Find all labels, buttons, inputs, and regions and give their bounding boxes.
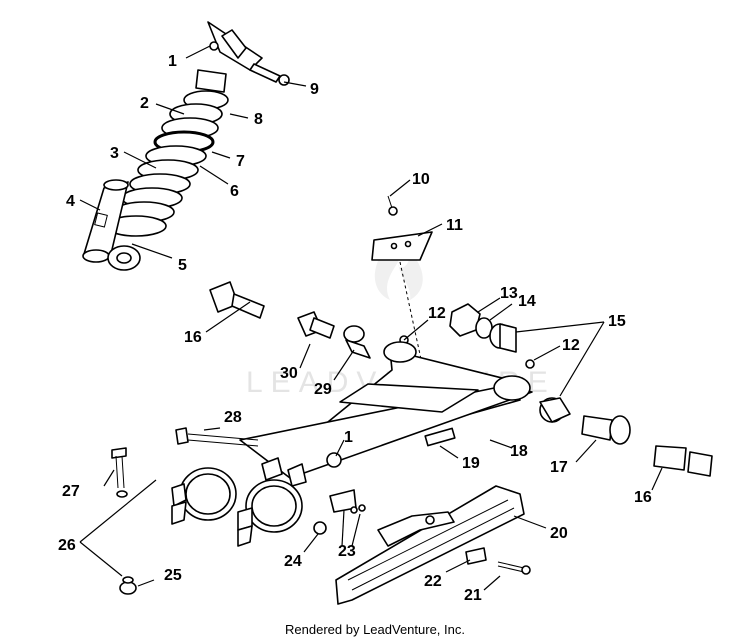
callout-13: 13 (500, 285, 518, 302)
callout-9: 9 (310, 81, 319, 98)
shock-absorber-assembly (82, 21, 290, 271)
swing-arm (171, 341, 533, 547)
watermark-logo (374, 250, 423, 300)
callout-19: 19 (462, 455, 480, 472)
pivot-hardware (209, 281, 713, 477)
grease-fitting-and-plate (371, 195, 433, 411)
footer-credit: Rendered by LeadVenture, Inc. (285, 622, 465, 637)
callout-11: 11 (446, 217, 463, 234)
callout-1-lower: 1 (344, 429, 353, 446)
callout-27: 27 (62, 483, 80, 500)
callout-25: 25 (164, 567, 182, 584)
callout-29: 29 (314, 381, 332, 398)
callout-12-left: 12 (428, 305, 446, 322)
callout-4: 4 (66, 193, 75, 210)
callout-3: 3 (110, 145, 119, 162)
callout-30: 30 (280, 365, 298, 382)
callout-labels: 1 2 3 4 5 6 7 8 9 10 11 12 12 13 14 15 1… (58, 53, 652, 604)
chain-slider (335, 485, 525, 605)
callout-8: 8 (254, 111, 263, 128)
callout-18: 18 (510, 443, 528, 460)
callout-20: 20 (550, 525, 568, 542)
callout-24: 24 (284, 553, 302, 570)
callout-1-upper: 1 (168, 53, 177, 70)
callout-28: 28 (224, 409, 242, 426)
callout-17: 17 (550, 459, 568, 476)
callout-22: 22 (424, 573, 442, 590)
leader-lines (79, 45, 663, 591)
small-hardware (111, 427, 531, 595)
callout-16-left: 16 (184, 329, 202, 346)
callout-7: 7 (236, 153, 245, 170)
callout-16-right: 16 (634, 489, 652, 506)
callout-6: 6 (230, 183, 239, 200)
callout-5: 5 (178, 257, 187, 274)
callout-15: 15 (608, 313, 626, 330)
callout-2: 2 (140, 95, 149, 112)
callout-10: 10 (412, 171, 430, 188)
callout-26: 26 (58, 537, 76, 554)
callout-14: 14 (518, 293, 536, 310)
callout-23: 23 (338, 543, 356, 560)
callout-12-right: 12 (562, 337, 580, 354)
callout-21: 21 (464, 587, 482, 604)
